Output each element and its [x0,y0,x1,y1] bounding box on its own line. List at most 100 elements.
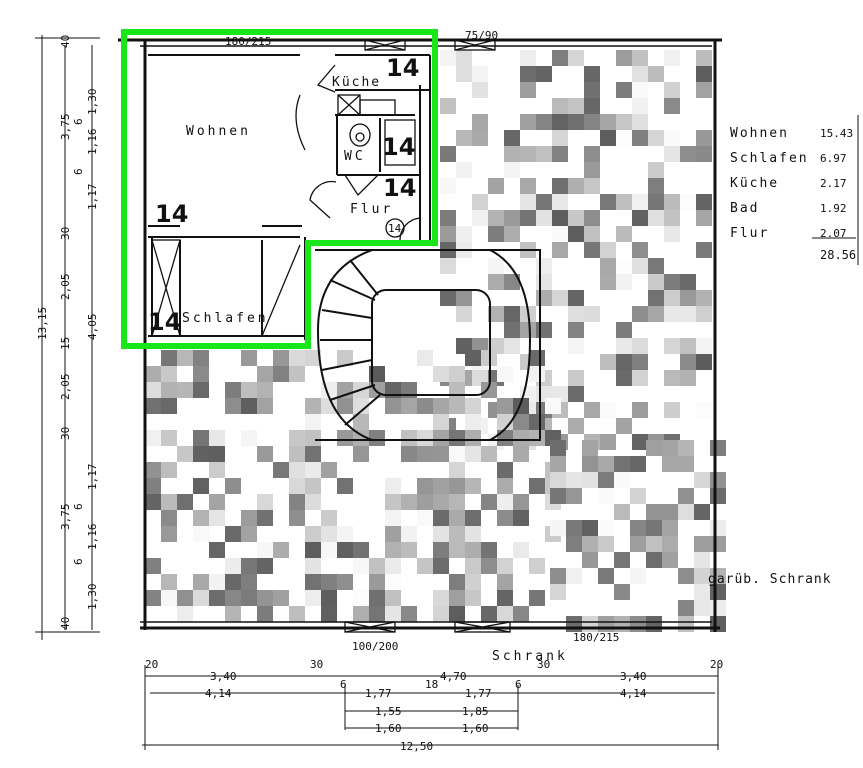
mosaic-tile [529,430,545,446]
mosaic-tile [678,616,694,632]
mosaic-tile [449,494,465,510]
mosaic-tile [161,366,177,382]
mosaic-tile [481,558,497,574]
mosaic-tile [440,146,456,162]
mosaic-tile [145,478,161,494]
mosaic-tile [472,194,488,210]
mosaic-tile [648,162,664,178]
mosaic-tile [550,520,566,536]
mosaic-tile [696,354,712,370]
mosaic-tile [584,402,600,418]
mosaic-tile [568,226,584,242]
mosaic-tile [385,510,401,526]
mosaic-tile [616,338,632,354]
mosaic-tile [305,590,321,606]
mosaic-tile [632,434,648,450]
mosaic-tile [648,194,664,210]
mosaic-tile [632,258,648,274]
mosaic-tile [648,306,664,322]
area-row-value: 2.07 [820,227,847,240]
mosaic-tile [417,510,433,526]
mosaic-tile [305,462,321,478]
mosaic-tile [568,306,584,322]
mosaic-tile [536,210,552,226]
mosaic-tile [696,402,712,418]
mosaic-tile [680,338,696,354]
mosaic-tile [600,130,616,146]
mosaic-tile [614,616,630,632]
mosaic-tile [305,494,321,510]
mosaic-tile [550,584,566,600]
mosaic-tile [536,114,552,130]
mosaic-tile [241,398,257,414]
mosaic-tile [566,536,582,552]
mosaic-tile [504,274,520,290]
dimension-label: 30 [59,427,72,440]
mosaic-tile [680,274,696,290]
mosaic-tile [552,194,568,210]
mosaic-tile [680,370,696,386]
mosaic-tile [401,542,417,558]
mosaic-tile [456,306,472,322]
mosaic-tile [465,542,481,558]
fixtures [151,39,511,633]
garderobe-label: garüb. Schrank [708,572,832,587]
mosaic-tile [497,430,513,446]
mosaic-tile [321,542,337,558]
mosaic-tile [145,430,161,446]
mosaic-tile [497,606,513,622]
mosaic-tile [678,504,694,520]
mosaic-tile [529,350,545,366]
mosaic-tile [321,574,337,590]
mosaic-tile [529,590,545,606]
mosaic-tile [582,536,598,552]
mosaic-tile [273,590,289,606]
mosaic-tile [385,478,401,494]
mosaic-tile [481,382,497,398]
mosaic-tile [433,590,449,606]
mosaic-tile [193,382,209,398]
mosaic-tile [417,478,433,494]
mosaic-tile [289,510,305,526]
mosaic-tile [193,350,209,366]
mosaic-tile [630,520,646,536]
mosaic-tile [568,370,584,386]
mosaic-tile [568,386,584,402]
mosaic-tile [529,366,545,382]
mosaic-tile [433,414,449,430]
mosaic-tile [472,210,488,226]
mosaic-tile [401,606,417,622]
mosaic-tile [449,590,465,606]
mosaic-tile [440,50,456,66]
mosaic-tile [289,494,305,510]
mosaic-tile [550,488,566,504]
mosaic-tile [632,338,648,354]
mosaic-tile [145,494,161,510]
mosaic-tile [353,446,369,462]
mosaic-tile [472,66,488,82]
mosaic-tile [680,290,696,306]
mosaic-tile [680,354,696,370]
mosaic-tile [321,590,337,606]
mosaic-tile [584,146,600,162]
mosaic-tile [337,478,353,494]
mosaic-tile [225,606,241,622]
mosaic-tile [664,98,680,114]
mosaic-tile [529,414,545,430]
mosaic-tile [193,526,209,542]
mosaic-tile [225,382,241,398]
mosaic-tile [513,446,529,462]
mosaic-tile [497,510,513,526]
mosaic-tile [465,414,481,430]
mosaic-tile [241,430,257,446]
dimension-label: 3,40 [620,670,647,683]
mosaic-tile [273,366,289,382]
dimension-label: 1,60 [462,722,489,735]
mosaic-tile [465,526,481,542]
mosaic-tile [177,606,193,622]
mosaic-tile [646,552,662,568]
room-label-wohnen: Wohnen [186,124,251,139]
dimension-label: 4,14 [205,687,232,700]
mosaic-tile [417,350,433,366]
mosaic-tile [582,472,598,488]
